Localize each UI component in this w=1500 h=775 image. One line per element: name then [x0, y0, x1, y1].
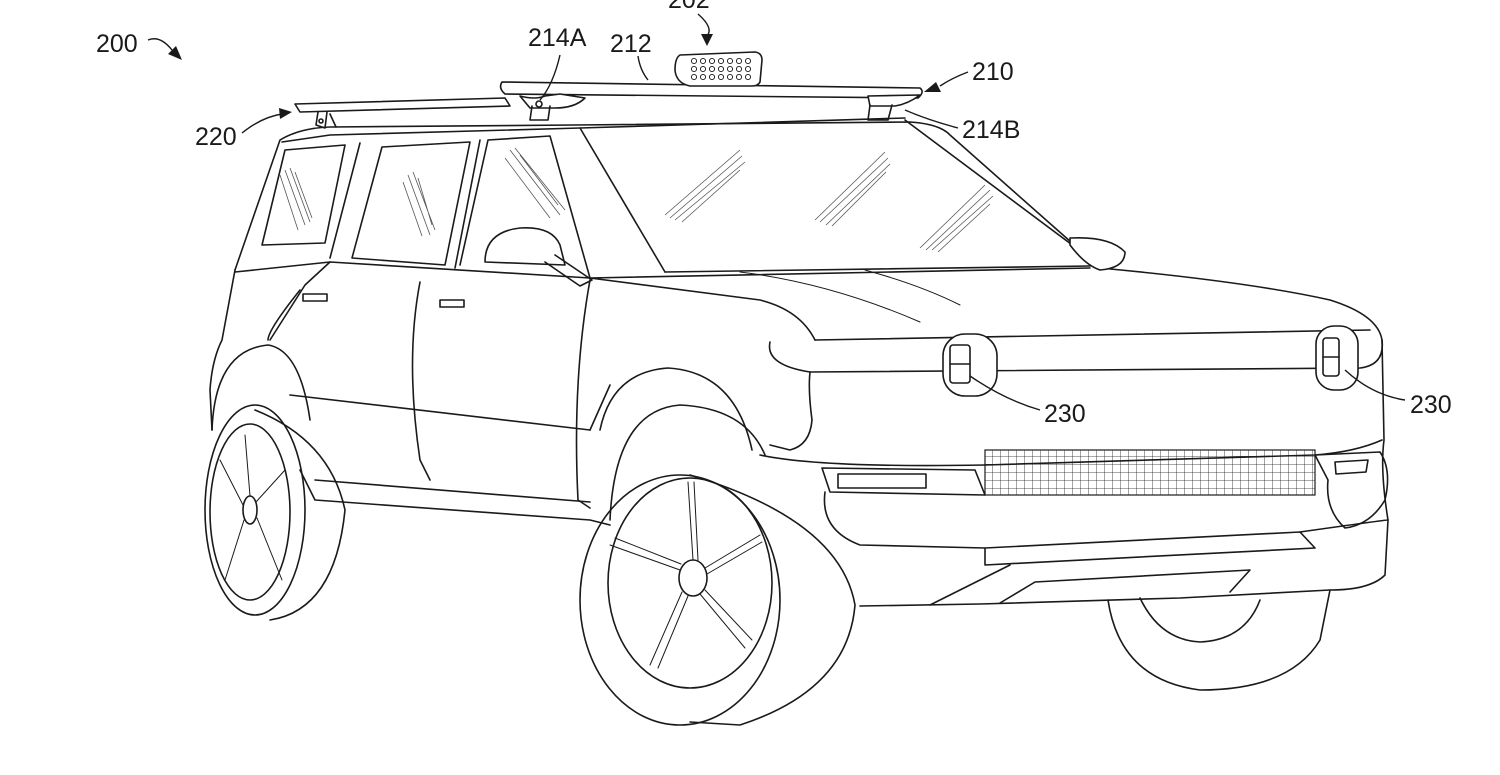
sensor-dot — [735, 57, 743, 65]
sensor-dot — [699, 73, 707, 81]
rear-wheel — [204, 344, 346, 621]
sensor-dot — [735, 73, 743, 81]
label-212: 212 — [610, 30, 652, 58]
label-230-right: 230 — [1410, 391, 1452, 419]
sensor-dot — [699, 57, 707, 65]
label-214b: 214B — [962, 116, 1020, 144]
sensor-dot — [735, 65, 743, 73]
sensor-dot — [717, 65, 725, 73]
sensor-dot — [708, 73, 716, 81]
mount-214a — [519, 93, 586, 121]
headlight-left — [942, 333, 998, 397]
sensor-dot — [699, 65, 707, 73]
front-wheel — [579, 367, 856, 726]
sensor-dot — [744, 57, 752, 65]
sensor-dot — [744, 65, 752, 73]
sensor-dot — [726, 65, 734, 73]
label-210: 210 — [972, 58, 1014, 86]
sensor-dot — [726, 73, 734, 81]
leader-lines — [147, 13, 1406, 411]
sensor-dot — [726, 57, 734, 65]
label-220: 220 — [195, 123, 237, 151]
sensor-dot — [690, 65, 698, 73]
roof-rack-rear — [294, 97, 511, 129]
label-214a: 214A — [528, 24, 587, 52]
sensor-dot — [717, 73, 725, 81]
vehicle-body — [209, 117, 1389, 607]
sensor-dot — [708, 57, 716, 65]
sensor-unit-202 — [674, 51, 763, 87]
label-230-left: 230 — [1044, 400, 1086, 428]
mount-214b — [867, 94, 921, 121]
sensor-dot — [690, 73, 698, 81]
far-front-wheel — [1107, 589, 1331, 691]
sensor-dot — [744, 73, 752, 81]
window-glare-hatching — [279, 147, 994, 253]
headlight-right — [1315, 325, 1359, 391]
label-200: 200 — [96, 30, 138, 58]
sensor-dot — [690, 57, 698, 65]
crossbar — [499, 81, 923, 99]
sensor-dot — [708, 65, 716, 73]
label-202: 202 — [668, 0, 710, 14]
sensor-dot — [717, 57, 725, 65]
